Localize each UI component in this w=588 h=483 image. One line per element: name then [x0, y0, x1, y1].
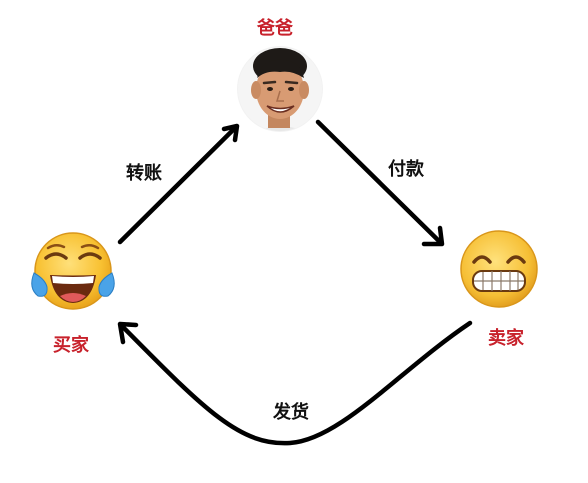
edge-label-pay: 付款	[388, 159, 424, 180]
arrow-pay	[315, 119, 445, 247]
dad-portrait-icon	[237, 46, 323, 132]
grimacing-emoji-icon	[460, 230, 538, 308]
arrow-transfer	[117, 123, 240, 245]
node-label-buyer: 买家	[53, 335, 89, 356]
edge-label-ship: 发货	[273, 402, 309, 423]
arrow-ship	[117, 320, 473, 446]
edge-label-transfer: 转账	[126, 163, 162, 184]
tears-of-joy-emoji-icon	[31, 232, 115, 310]
node-label-seller: 卖家	[488, 328, 524, 349]
node-label-dad: 爸爸	[257, 18, 293, 39]
